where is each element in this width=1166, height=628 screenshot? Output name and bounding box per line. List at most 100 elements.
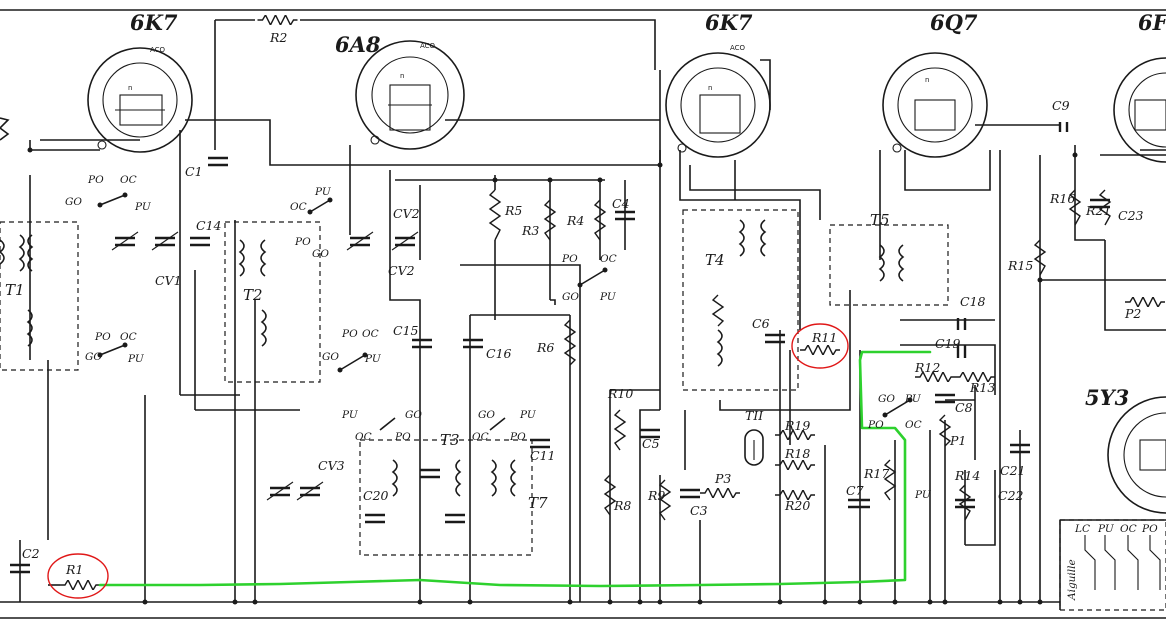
misc-labels: TII LC PU OC PO Aiguille bbox=[745, 408, 1158, 601]
label-c4: C4 bbox=[612, 196, 630, 211]
label-r9: R9 bbox=[647, 488, 665, 503]
label-r15: R15 bbox=[1007, 258, 1033, 273]
label-c5: C5 bbox=[642, 436, 660, 451]
tube-6a8: n ACO bbox=[355, 40, 465, 150]
svg-text:ACO: ACO bbox=[420, 42, 436, 50]
switch-go-4: GO bbox=[322, 351, 339, 363]
label-r12: R12 bbox=[914, 360, 940, 375]
tube-label-5: 6F bbox=[1138, 10, 1166, 35]
label-r3: R3 bbox=[521, 223, 539, 238]
tube-5y3 bbox=[1107, 396, 1166, 514]
switch-go-2: GO bbox=[85, 351, 102, 363]
switch-oc-2: OC bbox=[120, 331, 137, 343]
capacitor-labels: C1 C2 C3 C4 C5 C6 C7 C8 C9 C11 C14 C15 C… bbox=[22, 98, 1144, 561]
selector-contacts bbox=[1059, 519, 1166, 611]
label-c1: C1 bbox=[185, 164, 203, 179]
switch-pu-1: PU bbox=[134, 201, 152, 213]
label-c22: C22 bbox=[998, 488, 1024, 503]
label-r11: R11 bbox=[811, 330, 837, 345]
switch-pu-9: PU bbox=[914, 489, 932, 501]
switch-go-6: GO bbox=[405, 409, 422, 421]
wiring bbox=[0, 9, 1166, 619]
highlight-trace bbox=[98, 350, 932, 588]
label-c6: C6 bbox=[752, 316, 770, 331]
transformer-labels: T1 T2 T3 T4 T5 T7 bbox=[5, 211, 890, 512]
label-cv2-top: CV2 bbox=[393, 206, 420, 221]
selector-label-po: PO bbox=[1141, 523, 1158, 535]
label-tuning-indicator: TII bbox=[745, 408, 764, 423]
label-r21: R21 bbox=[1085, 203, 1111, 218]
switch-pu-2: PU bbox=[127, 353, 145, 365]
selector-label-oc: OC bbox=[1120, 523, 1137, 535]
label-c9: C9 bbox=[1052, 98, 1070, 113]
label-p2: P2 bbox=[1124, 306, 1141, 321]
label-c11: C11 bbox=[530, 448, 555, 463]
switch-pu-4: PU bbox=[364, 353, 382, 365]
switch-pu-5: PU bbox=[599, 291, 617, 303]
tube-6k7-first: n ACO bbox=[87, 46, 193, 153]
switch-go-1: GO bbox=[65, 196, 82, 208]
label-r5: R5 bbox=[504, 203, 522, 218]
label-c3: C3 bbox=[690, 503, 708, 518]
label-t1: T1 bbox=[5, 281, 25, 299]
label-c8: C8 bbox=[955, 400, 973, 415]
highlight-circle-r1 bbox=[47, 553, 109, 599]
switch-go-3: GO bbox=[312, 248, 329, 260]
svg-text:ACO: ACO bbox=[730, 44, 746, 52]
svg-text:n: n bbox=[128, 84, 132, 92]
label-r4: R4 bbox=[566, 213, 584, 228]
svg-text:n: n bbox=[925, 76, 929, 84]
label-c19: C19 bbox=[935, 336, 961, 351]
switch-po-7: PO bbox=[509, 431, 526, 443]
label-cv1: CV1 bbox=[155, 273, 182, 288]
switch-po-3: PO bbox=[294, 236, 311, 248]
tube-label-3: 6K7 bbox=[705, 10, 753, 35]
shield-boxes bbox=[0, 209, 949, 556]
label-r13: R13 bbox=[969, 380, 995, 395]
switch-po-5: PO bbox=[561, 253, 578, 265]
label-p1: P1 bbox=[949, 433, 966, 448]
label-c21: C21 bbox=[1000, 463, 1025, 478]
tube-6k7-second: n ACO bbox=[665, 44, 771, 158]
band-switch-labels: PO OC GO PU PO OC GO PU PU OC PO GO PO O… bbox=[65, 174, 932, 501]
switch-symbols bbox=[97, 192, 913, 431]
switch-pu-7: PU bbox=[519, 409, 537, 421]
label-r1: R1 bbox=[65, 562, 83, 577]
label-c16: C16 bbox=[486, 346, 512, 361]
label-t2: T2 bbox=[243, 286, 263, 304]
tube-label-6: 5Y3 bbox=[1085, 385, 1129, 410]
label-r16: R16 bbox=[1049, 191, 1075, 206]
resistor-labels: R1 R2 R3 R4 R5 R6 R8 R9 R10 R11 R12 R13 … bbox=[65, 30, 1111, 577]
switch-pu-3: PU bbox=[314, 186, 332, 198]
label-c7: C7 bbox=[846, 483, 864, 498]
selector-label-pu: PU bbox=[1097, 523, 1115, 535]
label-r20: R20 bbox=[784, 498, 810, 513]
selector-side-label: Aiguille bbox=[1066, 559, 1078, 601]
tube-label-2: 6A8 bbox=[335, 32, 381, 57]
label-p3: P3 bbox=[714, 471, 731, 486]
label-c18: C18 bbox=[960, 294, 986, 309]
label-c14: C14 bbox=[196, 218, 222, 233]
tube-label-1: 6K7 bbox=[130, 10, 178, 35]
tube-6f-partial bbox=[1113, 57, 1166, 163]
tube-labels: 6K7 6A8 6K7 6Q7 6F 5Y3 bbox=[130, 10, 1166, 410]
switch-po-2: PO bbox=[94, 331, 111, 343]
switch-oc-6: OC bbox=[355, 431, 372, 443]
switch-pu-8: PU bbox=[904, 393, 922, 405]
label-r19: R19 bbox=[784, 418, 810, 433]
label-r2: R2 bbox=[269, 30, 287, 45]
selector-label-lc: LC bbox=[1074, 523, 1090, 535]
label-r17: R17 bbox=[863, 466, 889, 481]
svg-text:n: n bbox=[708, 84, 712, 92]
label-c15: C15 bbox=[393, 323, 419, 338]
label-r18: R18 bbox=[784, 446, 810, 461]
switch-go-8: GO bbox=[878, 393, 895, 405]
label-cv3: CV3 bbox=[318, 458, 345, 473]
switch-oc-8: OC bbox=[905, 419, 922, 431]
switch-oc-5: OC bbox=[600, 253, 617, 265]
label-c23: C23 bbox=[1118, 208, 1144, 223]
switch-po-4: PO bbox=[341, 328, 358, 340]
resistor-bodies bbox=[60, 15, 1165, 590]
label-t4: T4 bbox=[705, 251, 725, 269]
